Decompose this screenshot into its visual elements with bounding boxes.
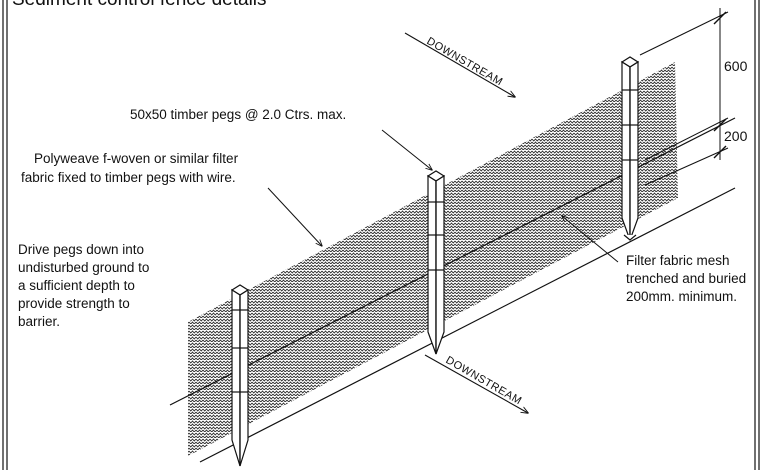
ground-lines <box>169 117 736 463</box>
note-pegs: 50x50 timber pegs @ 2.0 Ctrs. max. <box>130 107 346 122</box>
svg-text:undisturbed ground to: undisturbed ground to <box>18 260 149 275</box>
timber-peg-middle <box>426 170 446 355</box>
svg-text:fabric fixed to timber pegs wi: fabric fixed to timber pegs with wire. <box>21 170 236 185</box>
dimension-line <box>639 8 729 186</box>
svg-text:a sufficient depth to: a sufficient depth to <box>18 278 135 293</box>
svg-text:Filter fabric mesh: Filter fabric mesh <box>626 253 730 268</box>
drawing-title: Sediment control fence details <box>12 0 267 10</box>
svg-text:provide strength to: provide strength to <box>18 296 130 311</box>
svg-text:200mm. minimum.: 200mm. minimum. <box>626 289 737 304</box>
svg-text:trenched and buried: trenched and buried <box>626 271 746 286</box>
note-trench: Filter fabric mesh trenched and buried 2… <box>626 253 746 304</box>
svg-text:Polyweave f-woven or similar f: Polyweave f-woven or similar filter <box>34 151 239 166</box>
note-fabric: Polyweave f-woven or similar filter fabr… <box>21 151 239 185</box>
dimension-600: 600 <box>724 58 748 74</box>
direction-arrow-bottom: DOWNSTREAM <box>424 354 528 413</box>
dimension-200: 200 <box>724 128 748 144</box>
note-drive-pegs: Drive pegs down into undisturbed ground … <box>18 242 149 329</box>
downstream-label-bottom: DOWNSTREAM <box>444 354 524 407</box>
leader-lines <box>267 129 619 263</box>
direction-arrow-top: DOWNSTREAM <box>404 32 515 97</box>
timber-peg-left <box>230 284 250 467</box>
timber-peg-right <box>620 56 640 241</box>
downstream-label-top: DOWNSTREAM <box>425 35 505 88</box>
svg-text:Drive pegs down into: Drive pegs down into <box>18 242 144 257</box>
svg-text:barrier.: barrier. <box>18 314 60 329</box>
